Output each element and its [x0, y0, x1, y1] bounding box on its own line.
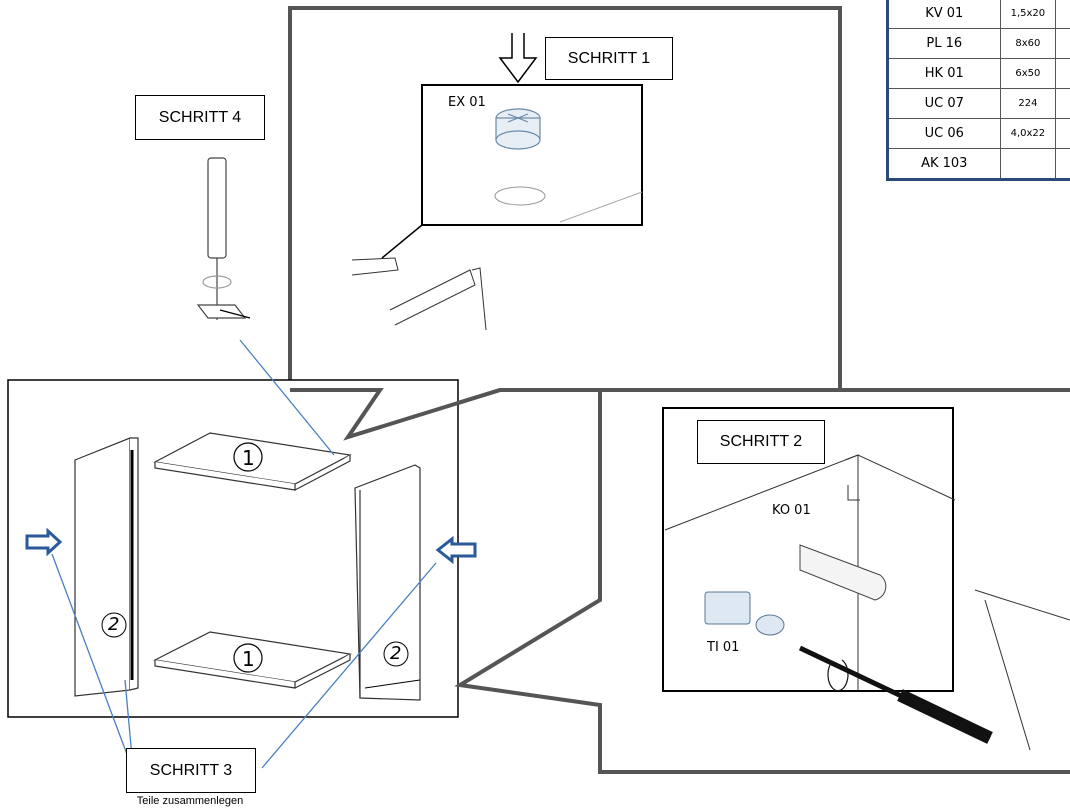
part-quantity-cell — [1055, 28, 1070, 59]
part-quantity-cell — [1055, 58, 1070, 89]
pointer-lines — [51, 339, 437, 769]
part-size: 224 — [999, 88, 1057, 119]
part-code: UC 06 — [887, 118, 1001, 149]
step1-label: SCHRITT 1 — [545, 37, 673, 80]
part-size: 6x50 — [999, 58, 1057, 89]
step3-label: SCHRITT 3 — [126, 748, 256, 793]
part-code: PL 16 — [887, 28, 1001, 59]
ex01-label: EX 01 — [448, 95, 486, 110]
part-code: AK 103 — [887, 148, 1001, 180]
part-quantity-cell — [1055, 148, 1070, 180]
push-right-arrow-icon — [25, 527, 63, 557]
board-fragment — [351, 224, 487, 331]
ex01-detail-box — [421, 84, 643, 226]
part-code: UC 07 — [887, 88, 1001, 119]
board-corner — [664, 454, 956, 690]
part-quantity-cell — [1055, 88, 1070, 119]
step2-label: SCHRITT 2 — [697, 420, 825, 464]
step4-label: SCHRITT 4 — [135, 95, 265, 140]
right-side-panel — [354, 464, 421, 701]
left-panel-number: 2 — [108, 614, 120, 635]
parts-table-row: AK 103 — [887, 148, 1070, 180]
down-arrow-icon — [498, 33, 538, 84]
part-size: 4,0x22 — [999, 118, 1057, 149]
screwdriver-icon — [196, 157, 251, 320]
connector-icon — [704, 591, 785, 636]
part-quantity-cell — [1055, 118, 1070, 149]
left-side-panel — [74, 437, 139, 697]
part-code: KV 01 — [887, 0, 1001, 29]
top-panel-number: 1 — [242, 446, 255, 470]
drill-hole — [494, 186, 546, 206]
dowel-icon — [799, 544, 887, 601]
ti01-label: TI 01 — [707, 640, 740, 655]
push-left-arrow-icon — [435, 535, 477, 565]
bottom-panel-number: 1 — [242, 647, 255, 671]
part-code: HK 01 — [887, 58, 1001, 89]
part-quantity-cell — [1055, 0, 1070, 29]
right-panel-number: 2 — [390, 643, 402, 664]
step3-caption: Teile zusammenlegen — [136, 795, 244, 807]
cam-lock-icon — [495, 108, 541, 150]
screwdriver-icon — [798, 645, 993, 744]
part-size: 1,5x20 — [999, 0, 1057, 29]
side-panel-fragment — [974, 589, 1070, 751]
part-size — [999, 148, 1057, 180]
part-size: 8x60 — [999, 28, 1057, 59]
ko01-label: KO 01 — [772, 503, 811, 518]
